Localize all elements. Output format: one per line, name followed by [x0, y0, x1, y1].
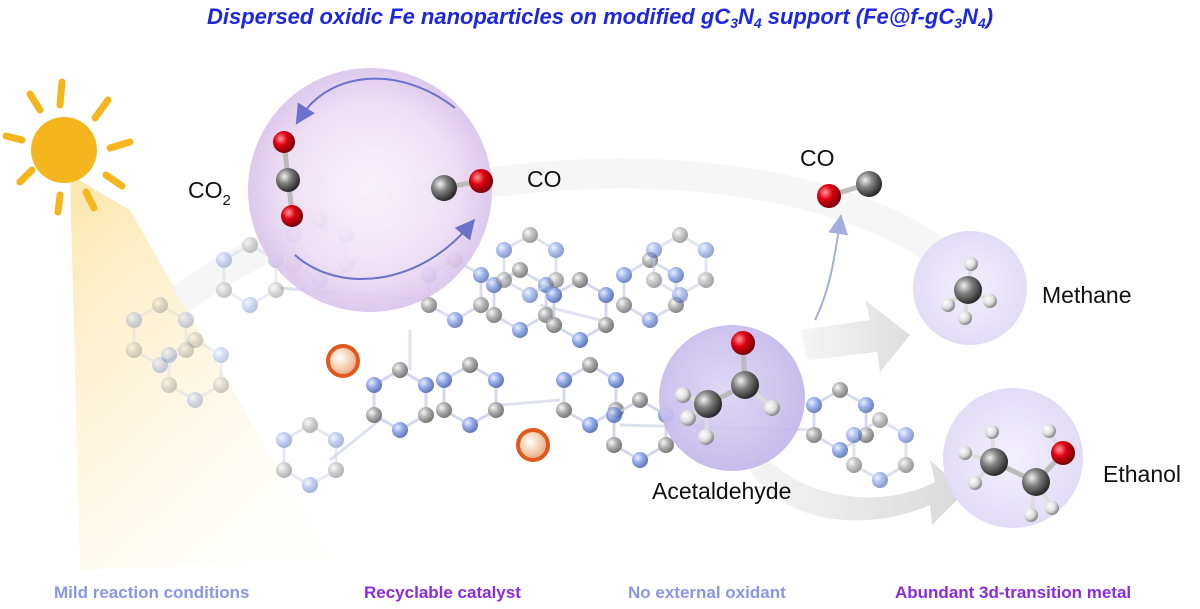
title-subscript: 4: [977, 15, 986, 31]
heptazine-unit: [646, 227, 714, 303]
heptazine-unit: [486, 262, 554, 338]
title-subscript: 4: [753, 15, 762, 31]
feature-mild-conditions: Mild reaction conditions: [54, 583, 250, 602]
title-subscript: 3: [730, 15, 738, 31]
fe-nanoparticle-2: [516, 428, 550, 462]
heptazine-unit: [126, 297, 194, 373]
heptazine-unit: [276, 417, 344, 493]
heptazine-unit: [436, 357, 504, 433]
co-released-label: CO: [800, 145, 835, 171]
ethanol-product: [943, 388, 1083, 528]
title-text: Dispersed oxidic Fe nanoparticles on mod…: [206, 4, 731, 29]
figure-title: Dispersed oxidic Fe nanoparticles on mod…: [0, 4, 1200, 31]
ethanol-label: Ethanol: [1103, 461, 1181, 487]
feature-no-oxidant: No external oxidant: [628, 583, 786, 602]
gc3n4-support: [126, 212, 914, 493]
heptazine-unit: [806, 382, 874, 458]
title-text: ): [985, 4, 994, 29]
feature-recyclable-catalyst: Recyclable catalyst: [364, 583, 521, 602]
heptazine-unit: [846, 412, 914, 488]
methane-label: Methane: [1042, 282, 1132, 308]
title-text: N: [737, 4, 754, 29]
heptazine-unit: [546, 272, 614, 348]
co2-co-cycle: [248, 68, 492, 312]
title-subscript: 3: [954, 15, 963, 31]
co2-molecule: [273, 131, 303, 227]
heptazine-unit: [161, 332, 229, 408]
title-text: support (Fe@f-gC: [761, 4, 955, 29]
co-release-arrow: [814, 214, 849, 321]
heptazine-unit: [556, 357, 624, 433]
ethanol-arrow: [750, 450, 965, 525]
heptazine-unit: [366, 362, 434, 438]
methane-product: [913, 231, 1027, 345]
co-cycle-label: CO: [527, 166, 562, 192]
title-text: N: [962, 4, 978, 29]
co-molecule-cycle: [431, 169, 493, 201]
co2-label: CO2: [188, 177, 231, 209]
feature-abundant-metal: Abundant 3d-transition metal: [895, 583, 1132, 602]
co-molecule-released: [817, 171, 882, 208]
acetaldehyde-bubble: [659, 325, 805, 471]
heptazine-unit: [496, 227, 564, 303]
acetaldehyde-label: Acetaldehyde: [652, 478, 791, 504]
fe-nanoparticle-1: [326, 344, 360, 378]
methane-arrow: [800, 300, 910, 372]
sun-icon: [2, 78, 330, 570]
